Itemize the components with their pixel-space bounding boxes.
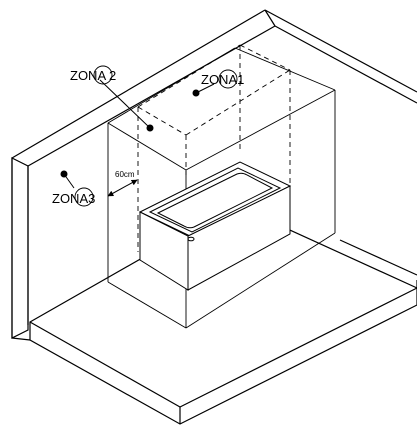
bathtub	[138, 161, 292, 291]
zone2-label: ZONA 2	[70, 68, 116, 83]
distance-label: 60cm	[115, 170, 135, 179]
right-wall	[339, 239, 417, 288]
left-wall	[11, 25, 276, 341]
zone1-label-circle	[218, 69, 238, 89]
zone2-leader	[99, 79, 151, 129]
zone1-label-group: ZONA1	[201, 69, 244, 89]
zone-markers	[60, 79, 215, 189]
zone2-volume	[137, 44, 291, 252]
zone3-label: ZONA3	[52, 191, 95, 206]
zone3-label-group: ZONA3	[52, 187, 95, 207]
zone2-label-circle	[93, 65, 113, 85]
zone2-label-group: ZONA 2	[70, 65, 116, 85]
zone1-dot	[192, 89, 200, 97]
zone1-label: ZONA1	[201, 72, 244, 87]
zone3-label-circle	[74, 187, 94, 207]
zone3-dot	[60, 170, 68, 178]
back-wall	[11, 9, 417, 159]
zone2-dot	[146, 124, 154, 132]
distance-dimension	[107, 179, 138, 197]
